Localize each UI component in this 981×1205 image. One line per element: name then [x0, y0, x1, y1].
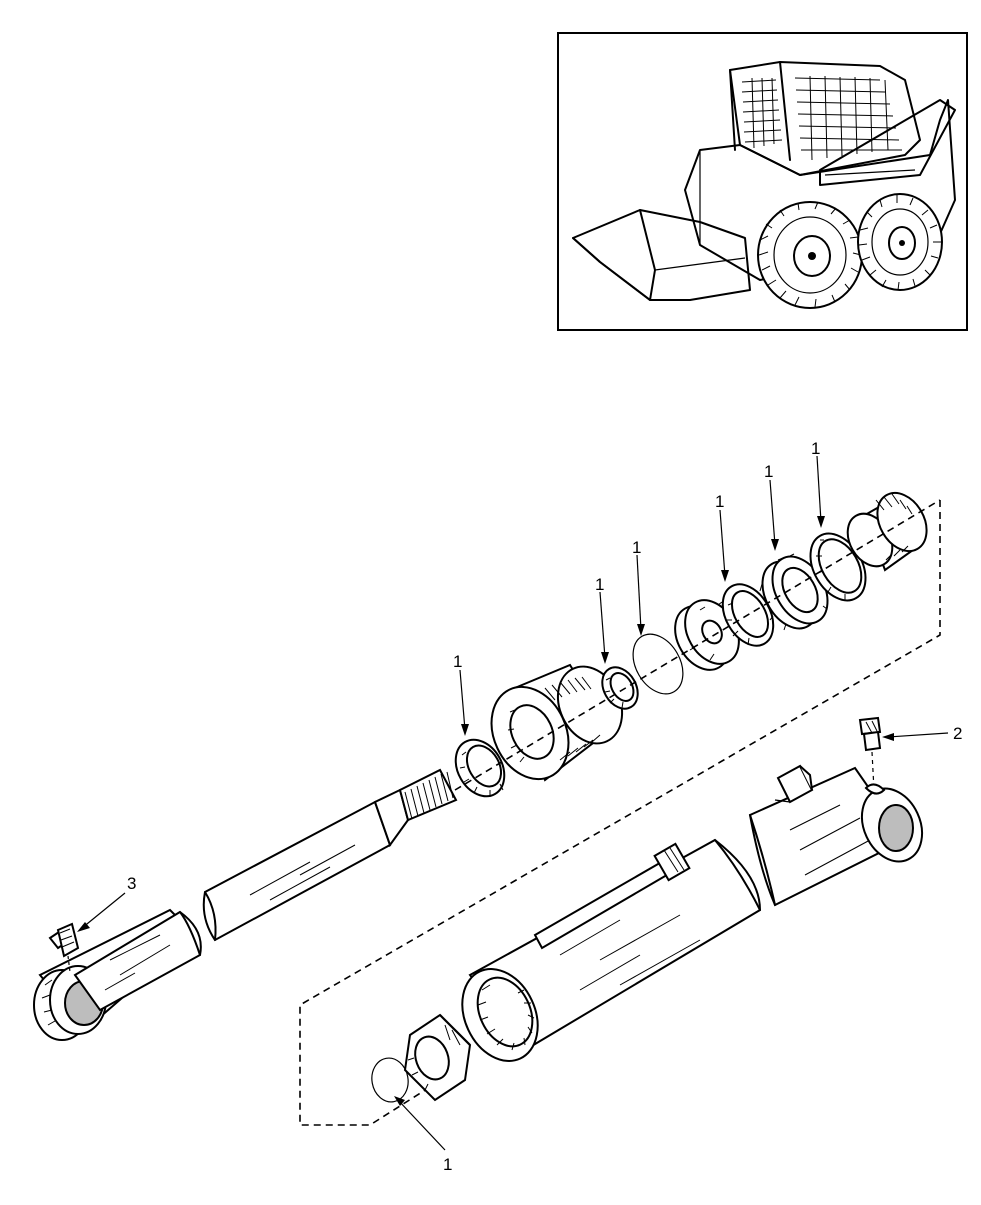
callout-1-o-ring-bottom: 1: [443, 1155, 452, 1174]
assembly-axis-line: [454, 499, 941, 791]
callout-2-grease-fitting: 2: [953, 724, 962, 743]
loader-inset: [557, 32, 968, 331]
assembly-boundary-line: [299, 500, 941, 1126]
callout-1-seal-ring-d: 1: [811, 439, 820, 458]
seal-ring-b: [601, 666, 639, 710]
rear-wheel: [857, 193, 943, 291]
o-ring-a: [632, 633, 684, 695]
lock-nut: [403, 1013, 472, 1102]
cylinder-barrel: [461, 764, 924, 1062]
cab-grill: [741, 75, 902, 161]
piston: [490, 663, 624, 782]
callout-1-gland-seal: 1: [764, 462, 773, 481]
callout-1-seal-ring-c: 1: [715, 492, 724, 511]
piston-rod: [33, 768, 458, 1041]
callout-3-grease-fitting: 3: [127, 874, 136, 893]
callout-1-seal-ring-b: 1: [595, 575, 604, 594]
callout-leaders: [77, 455, 949, 1151]
barrel-eye-bore: [878, 804, 914, 852]
callout-1-o-ring: 1: [632, 538, 641, 557]
grease-fitting-2: [858, 716, 886, 795]
callout-1-seal-ring-a: 1: [453, 652, 462, 671]
skid-steer-loader-illustration: [572, 61, 956, 309]
o-ring-bottom: [371, 1057, 409, 1103]
grease-fitting-3: [48, 922, 80, 973]
piston-grooves: [507, 676, 601, 763]
callout-labels: 1 1 1 1 1 1 1 2 3: [127, 439, 962, 1174]
front-wheel: [757, 201, 863, 309]
gland: [846, 491, 928, 572]
rod-threads: [404, 771, 454, 820]
